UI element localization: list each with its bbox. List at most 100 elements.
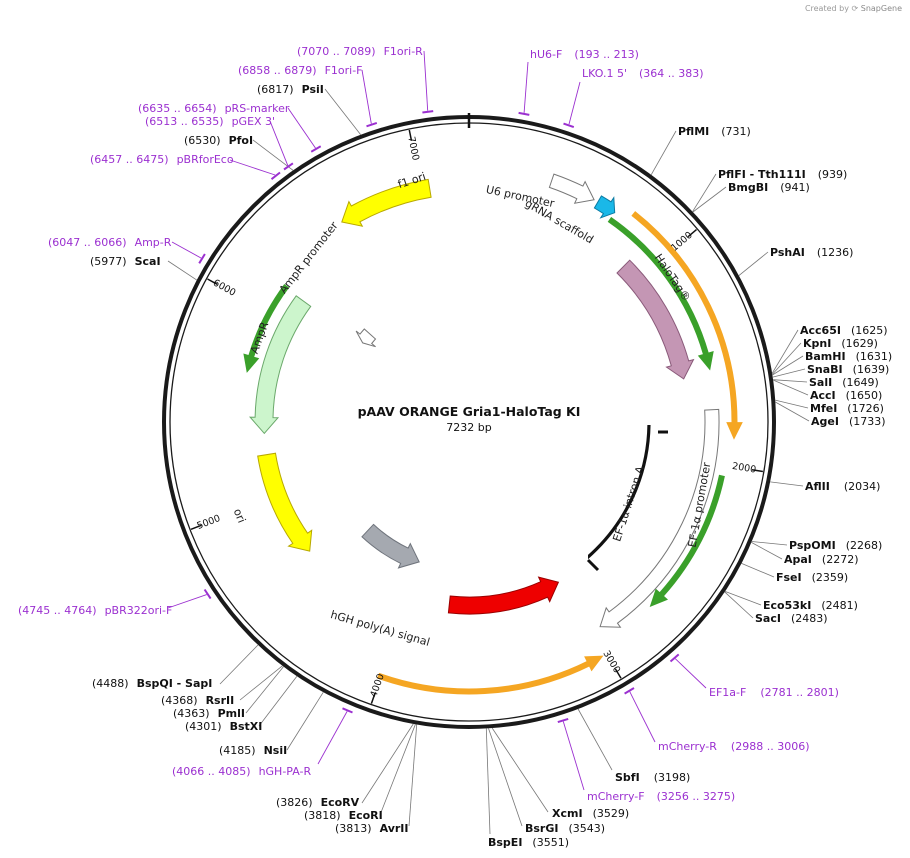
site-leader-pmlii xyxy=(245,666,284,714)
site-leader-xcmi xyxy=(491,727,549,813)
primer-mark-lko1-5 xyxy=(563,122,575,129)
site-label-eco53ki: Eco53kI(2481) xyxy=(763,599,858,612)
feature-hgh-polya xyxy=(361,523,420,569)
feature-ampr xyxy=(248,295,312,435)
primer-leader-hgh-pa-r xyxy=(317,711,348,765)
tick-mark-6000 xyxy=(207,278,218,285)
site-label-bstxi: (4301)BstXI xyxy=(185,720,262,733)
snapgene-credit: Created by ⟳ SnapGene xyxy=(805,4,902,13)
sites-layer xyxy=(167,88,810,835)
primer-mark-f1ori-f xyxy=(366,121,378,128)
primer-leader-ef1a-f xyxy=(674,658,707,689)
site-leader-snabi xyxy=(772,368,806,378)
site-label-scai: (5977)ScaI xyxy=(90,255,161,268)
site-label-pfoi: (6530)PfoI xyxy=(184,134,253,147)
outer-arcs-layer xyxy=(243,211,743,695)
feature-mcherry xyxy=(447,576,560,615)
feature-label-ori: ori xyxy=(231,507,248,525)
site-label-pspomi: PspOMI(2268) xyxy=(789,539,882,552)
feature-label-grna-scaffold: gRNA scaffold xyxy=(523,197,596,247)
site-leader-bstxi xyxy=(258,675,298,727)
primer-leader-f1ori-f xyxy=(361,69,372,124)
primer-label-f1ori-f: (6858 .. 6879)F1ori-F xyxy=(238,64,363,77)
primer-label-pbr322ori-f: (4745 .. 4764)pBR322ori-F xyxy=(18,604,172,617)
feature-label-hgh-polya: hGH poly(A) signal xyxy=(329,608,431,649)
site-leader-acci xyxy=(772,379,809,396)
snapgene-logo-icon: ⟳ xyxy=(851,4,859,13)
primer-mark-prs-marker xyxy=(310,145,322,153)
tick-mark-2000 xyxy=(751,468,764,473)
site-label-nsii: (4185)NsiI xyxy=(219,744,287,757)
feature-arrow-hgh-polya xyxy=(361,523,420,569)
site-leader-pflmi xyxy=(650,130,677,176)
primer-leader-hu6-f xyxy=(523,61,529,113)
feature-grna-scaffold xyxy=(593,195,616,219)
primer-mark-f1ori-r xyxy=(422,110,434,114)
site-leader-scai xyxy=(167,260,198,281)
site-leader-mfei xyxy=(775,399,809,409)
site-label-acc65i: Acc65I(1625) xyxy=(800,324,888,337)
site-label-bspqi: (4488)BspQI - SapI xyxy=(92,677,212,690)
tick-label-5000: 5000 xyxy=(195,513,222,532)
feature-arrow-halotag xyxy=(616,259,695,380)
plasmid-name: pAAV ORANGE Gria1-HaloTag KI xyxy=(358,404,581,419)
site-label-rsrii: (4368)RsrII xyxy=(161,694,234,707)
feature-arrow-grna-scaffold xyxy=(593,195,616,219)
site-leader-kpni xyxy=(772,342,802,375)
orange-arc-right xyxy=(631,211,743,440)
site-label-aflii: AflII(2034) xyxy=(805,480,880,493)
site-label-ecori: (3818)EcoRI xyxy=(304,809,383,822)
site-leader-sbfi xyxy=(577,708,613,771)
primer-label-mcherry-f: mCherry-F(3256 .. 3275) xyxy=(587,790,735,803)
primer-label-f1ori-r: (7070 .. 7089)F1ori-R xyxy=(297,45,423,58)
site-leader-nsii xyxy=(286,691,324,751)
site-leader-acc65i xyxy=(771,329,799,374)
site-label-acci: AccI(1650) xyxy=(810,389,882,402)
site-leader-saci xyxy=(724,591,754,619)
site-leader-bspei xyxy=(485,728,491,835)
primer-mark-ef1a-f xyxy=(669,653,680,663)
feature-f1-ori xyxy=(341,178,432,227)
feature-arrow-ef1a-promoter xyxy=(599,408,720,628)
plasmid-length: 7232 bp xyxy=(446,421,491,434)
primer-leader-pbr322ori-f xyxy=(167,594,207,609)
primer-label-lko1-5: LKO.1 5'(364 .. 383) xyxy=(582,67,704,80)
site-leader-eco53ki xyxy=(724,591,762,606)
site-leader-bmgbi xyxy=(692,186,727,213)
credit-brand: SnapGene xyxy=(860,4,902,13)
primer-leader-prs-marker xyxy=(287,107,316,149)
primer-leader-mcherry-r xyxy=(629,691,656,743)
primer-label-pgex-3: (6513 .. 6535)pGEX 3' xyxy=(145,115,275,128)
tick-mark-3000 xyxy=(614,668,622,679)
site-label-bmgbi: BmgBI(941) xyxy=(728,181,810,194)
intron-cap-bottom xyxy=(586,558,600,572)
site-label-bamhi: BamHI(1631) xyxy=(805,350,892,363)
green-arc-right xyxy=(607,216,714,371)
site-label-pflmi: PflMI(731) xyxy=(678,125,751,138)
tick-mark-1000 xyxy=(687,229,697,238)
site-label-apai: ApaI(2272) xyxy=(784,553,858,566)
feature-arrow-ampr xyxy=(248,295,312,435)
tick-label-3000: 3000 xyxy=(600,649,622,675)
site-leader-bamhi xyxy=(772,355,804,376)
primer-label-mcherry-r: mCherry-R(2988 .. 3006) xyxy=(658,740,809,753)
primer-leader-mcherry-f xyxy=(562,721,585,791)
primer-mark-pbrforeco xyxy=(270,171,281,180)
credit-prefix: Created by xyxy=(804,4,849,13)
primer-mark-pgex-3 xyxy=(283,162,294,171)
tick-label-2000: 2000 xyxy=(731,461,757,476)
primer-mark-mcherry-f xyxy=(557,717,569,724)
primer-label-hgh-pa-r: (4066 .. 4085)hGH-PA-R xyxy=(172,765,311,778)
orange-arc-bottom xyxy=(377,655,604,695)
site-leader-pflfi xyxy=(692,173,717,212)
site-leader-ecori xyxy=(379,724,416,816)
site-label-pflfi: PflFI - Tth111I(939) xyxy=(718,168,847,181)
primer-mark-hgh-pa-r xyxy=(342,707,353,714)
primer-mark-amp-r xyxy=(198,253,206,264)
primer-mark-hu6-f xyxy=(518,111,530,116)
site-label-snabi: SnaBI(1639) xyxy=(807,363,889,376)
site-label-psii: (6817)PsiI xyxy=(257,83,324,96)
feature-ampr-promoter xyxy=(355,328,377,348)
